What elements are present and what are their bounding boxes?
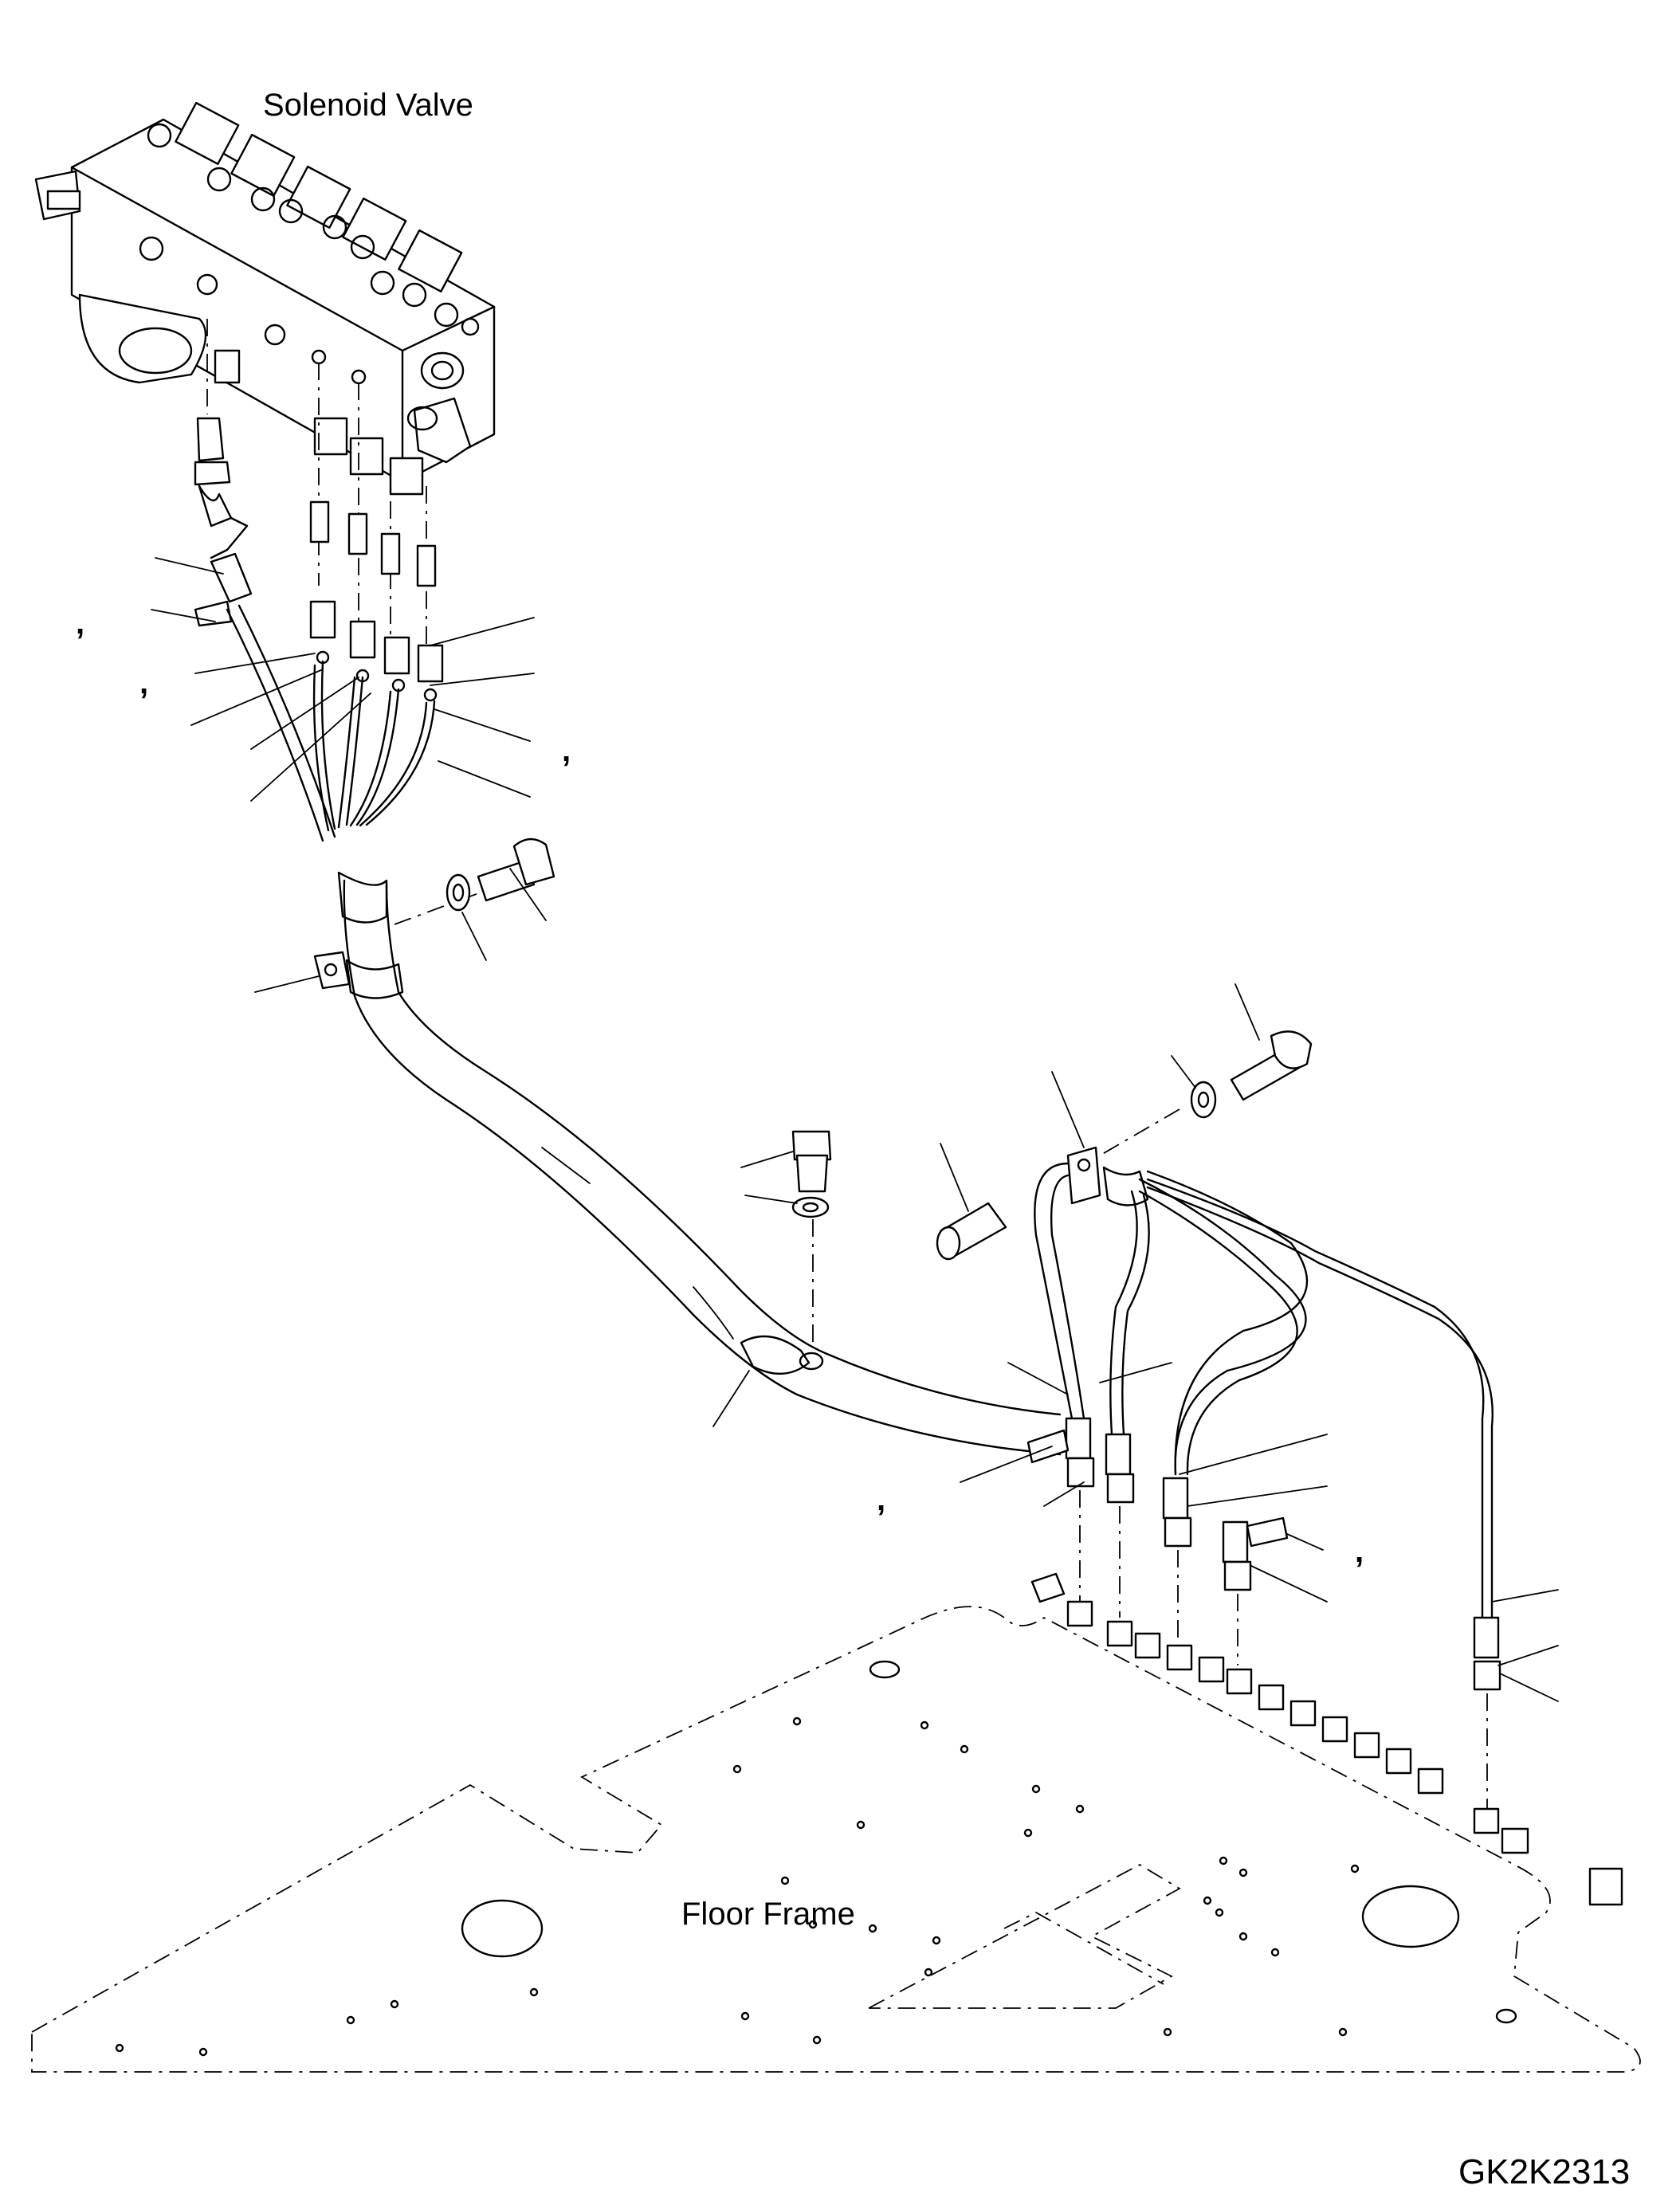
floor-frame	[31, 1572, 1641, 2073]
upper-fittings	[194, 319, 444, 702]
hose-swivel-nuts	[309, 600, 444, 702]
drawing-code: GK2K2313	[1458, 2152, 1630, 2191]
solenoid-coils	[147, 101, 480, 336]
floor-frame-label: Floor Frame	[681, 1897, 855, 1932]
solenoid-valve	[34, 101, 496, 496]
comma-mark: ,	[562, 733, 571, 768]
solenoid-valve-label: Solenoid Valve	[263, 88, 473, 123]
branch-hoses	[936, 1030, 1501, 1809]
hose-bundle	[226, 604, 1062, 1456]
male-connectors	[309, 500, 437, 587]
comma-mark: ,	[76, 606, 84, 641]
floor-fittings	[1030, 1572, 1623, 1906]
frame-holes	[115, 1716, 1360, 2057]
comma-mark: ,	[1355, 1534, 1364, 1569]
comma-mark: ,	[139, 665, 148, 700]
leader-lines	[151, 557, 1559, 1702]
comma-mark: ,	[877, 1482, 885, 1517]
